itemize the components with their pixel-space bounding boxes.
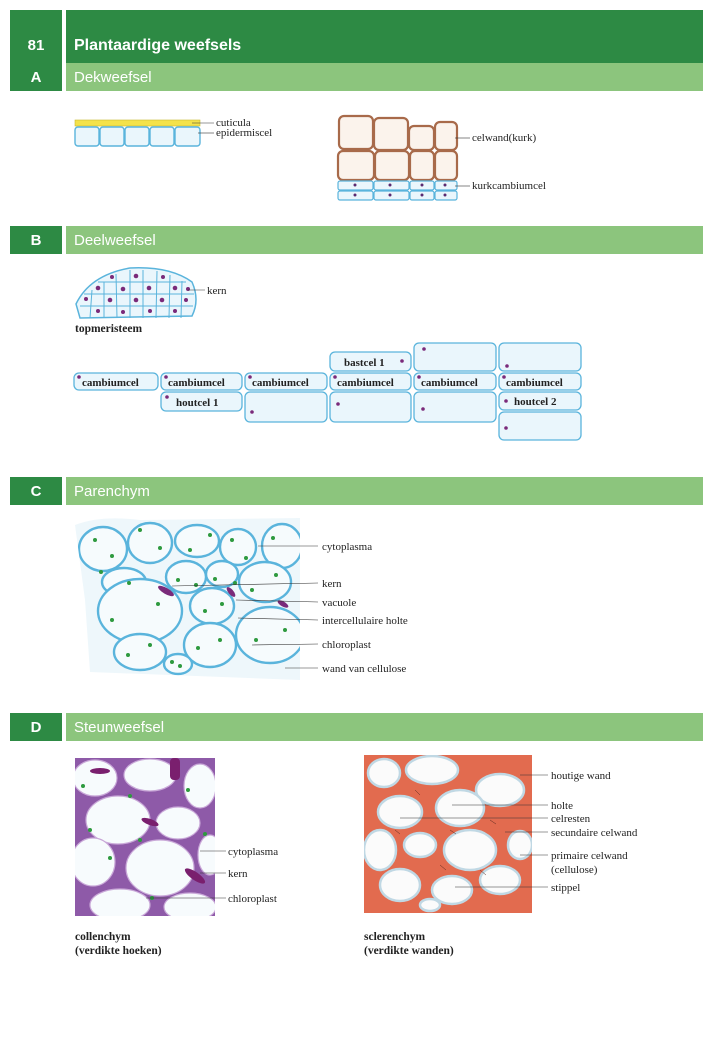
caption-collenchym: collenchym (verdikte hoeken) [75,930,162,958]
caption-collenchym-title: collenchym [75,931,131,943]
label-c-cytoplasma: cytoplasma [322,541,372,553]
label-d-kern: kern [228,868,248,880]
label-d-cellulose: (cellulose) [551,864,598,876]
sclerenchym-illustration [364,755,548,913]
section-a-bar: A Dekweefsel [10,63,703,91]
section-b-title: Deelweefsel [66,226,703,254]
label-d-cytoplasma: cytoplasma [228,846,278,858]
section-d-bar: D Steunweefsel [10,713,703,741]
page-title: Plantaardige weefsels [66,10,703,63]
label-d-holte: holte [551,800,573,812]
collenchym-illustration [75,758,226,916]
label-cambiumcel-4: cambiumcel [337,377,394,389]
label-c-intercellulaire-holte: intercellulaire holte [322,615,408,627]
label-bastcel-1: bastcel 1 [344,357,385,369]
section-a-letter: A [10,63,62,91]
caption-topmeristeem: topmeristeem [75,323,143,335]
label-d-stippel: stippel [551,882,580,894]
section-c-bar: C Parenchym [10,477,703,505]
label-cambiumcel-2: cambiumcel [168,377,225,389]
meristem-illustration [75,267,205,319]
section-a-title: Dekweefsel [66,63,703,91]
parenchym-illustration [75,518,319,680]
section-b-bar: B Deelweefsel [10,226,703,254]
section-d-letter: D [10,713,62,741]
cork-illustration [336,114,470,201]
label-kern-meristem: kern [207,285,227,297]
label-cambiumcel-6: cambiumcel [506,377,563,389]
label-d-secundaire-celwand: secundaire celwand [551,827,638,839]
section-d-title: Steunweefsel [66,713,703,741]
page-header: 81 Plantaardige weefsels [10,10,703,63]
caption-sclerenchym-sub: (verdikte wanden) [364,945,454,957]
label-celwand-kurk: celwand(kurk) [472,132,536,144]
label-d-celresten: celresten [551,813,591,825]
label-cambiumcel-1: cambiumcel [82,377,139,389]
caption-sclerenchym: sclerenchym (verdikte wanden) [364,930,454,958]
section-c-title: Parenchym [66,477,703,505]
label-epidermiscel: epidermiscel [216,127,272,139]
label-cambiumcel-3: cambiumcel [252,377,309,389]
caption-sclerenchym-title: sclerenchym [364,931,426,943]
label-c-wand: wand van cellulose [322,663,406,675]
label-c-vacuole: vacuole [322,597,356,609]
cambium-sequence [73,342,582,441]
section-c-letter: C [10,477,62,505]
label-d-primaire-celwand: primaire celwand [551,850,628,862]
label-d-houtige-wand: houtige wand [551,770,611,782]
label-cuticula: cuticula [216,117,251,129]
label-kurkcambiumcel: kurkcambiumcel [472,180,546,192]
label-d-chloroplast: chloroplast [228,893,277,905]
label-cambiumcel-5: cambiumcel [421,377,478,389]
label-houtcel-2: houtcel 2 [514,396,557,408]
cambium-nuclei [77,347,509,430]
epidermis-illustration [74,119,214,147]
page-number: 81 [10,10,62,63]
label-houtcel-1: houtcel 1 [176,397,218,409]
section-b-letter: B [10,226,62,254]
label-c-chloroplast: chloroplast [322,639,371,651]
label-c-kern: kern [322,578,342,590]
caption-collenchym-sub: (verdikte hoeken) [75,945,162,957]
